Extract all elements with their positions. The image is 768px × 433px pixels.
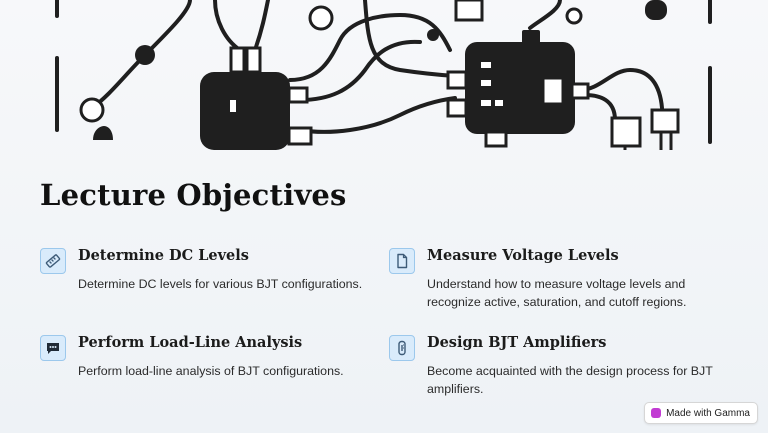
document-icon (389, 248, 415, 274)
chat-bubble-icon (40, 335, 66, 361)
objective-text: Perform load-line analysis of BJT config… (78, 364, 344, 378)
ruler-icon (40, 248, 66, 274)
circuit-illustration (55, 0, 712, 150)
objective-heading: Measure Voltage Levels (427, 247, 619, 264)
objective-heading: Determine DC Levels (78, 247, 249, 264)
made-with-gamma-badge[interactable]: Made with Gamma (644, 402, 758, 424)
thermometer-icon (389, 335, 415, 361)
objective-text: Become acquainted with the design proces… (427, 364, 713, 396)
objective-heading: Perform Load-Line Analysis (78, 334, 303, 351)
objective-heading: Design BJT Amplifiers (427, 334, 607, 351)
objective-text: Determine DC levels for various BJT conf… (78, 277, 363, 291)
slide-title: Lecture Objectives (40, 178, 347, 212)
gamma-logo-icon (651, 408, 662, 418)
badge-label: Made with Gamma (666, 407, 750, 419)
objective-text: Understand how to measure voltage levels… (427, 277, 687, 309)
